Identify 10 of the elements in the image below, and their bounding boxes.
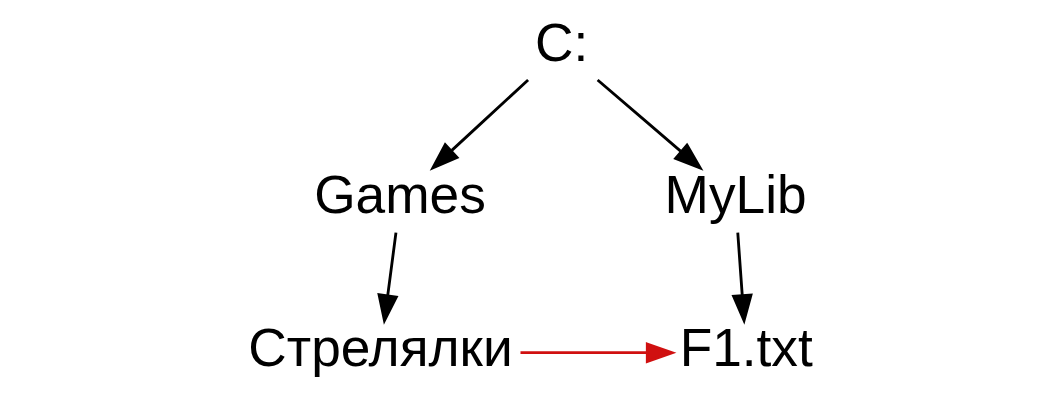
node-text: F1.txt bbox=[679, 318, 813, 377]
node-text: MyLib bbox=[664, 165, 807, 225]
node-text: Стрелялки bbox=[247, 318, 513, 377]
node-text: Games bbox=[313, 165, 486, 225]
arrow bbox=[596, 78, 703, 171]
arrow bbox=[429, 78, 529, 171]
node-text: C: bbox=[534, 12, 588, 72]
arrow bbox=[520, 342, 676, 364]
arrow bbox=[731, 232, 753, 325]
arrow bbox=[376, 232, 398, 325]
